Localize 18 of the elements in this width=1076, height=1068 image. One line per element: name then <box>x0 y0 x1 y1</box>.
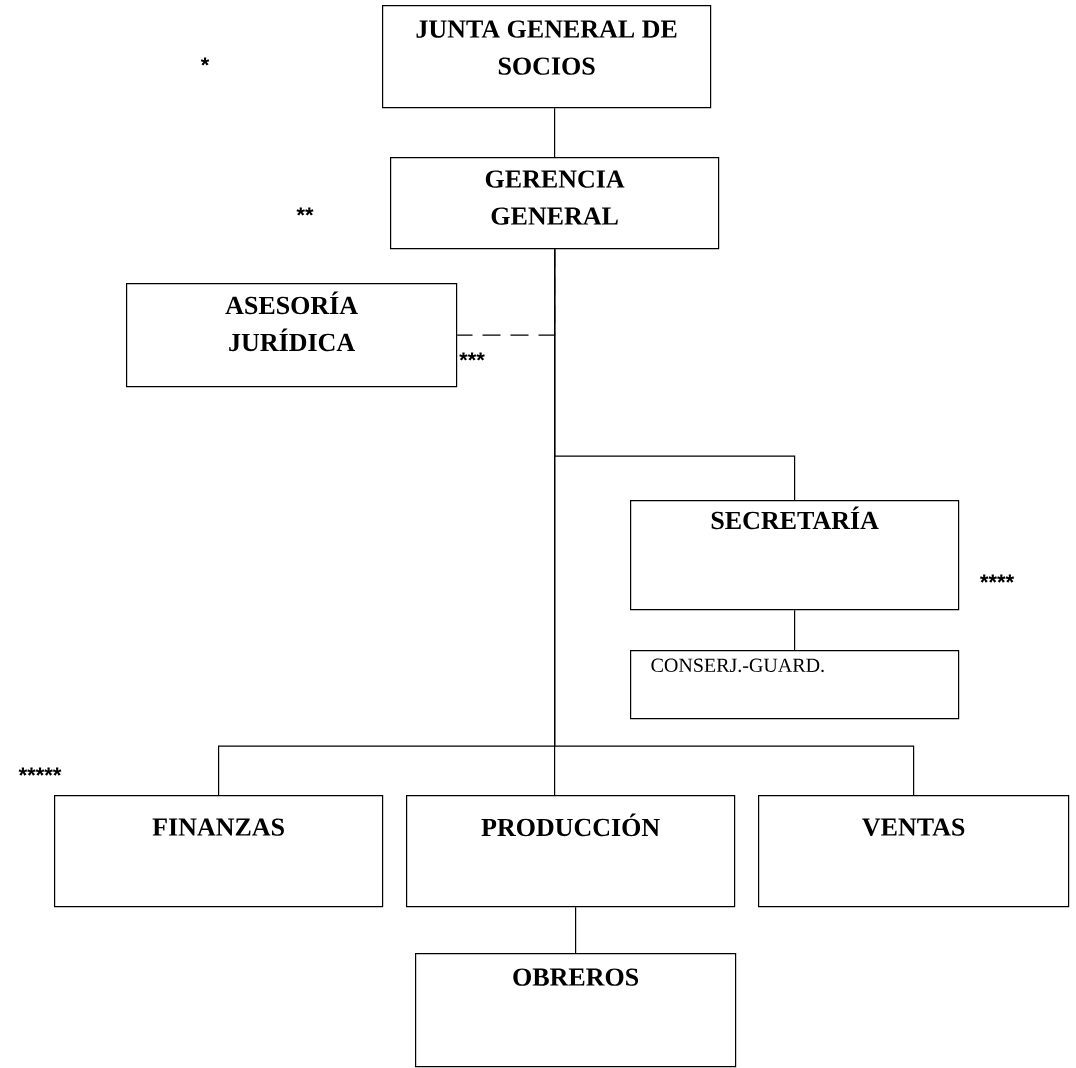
connector-line <box>575 906 577 954</box>
connector-line <box>554 248 915 796</box>
connector-line <box>554 107 556 158</box>
org-box: VENTAS <box>758 795 1070 908</box>
org-box: PRODUCCIÓN <box>406 795 736 908</box>
asterisk-mark: **** <box>979 574 1015 583</box>
connector-line <box>794 609 796 651</box>
org-box: SECRETARÍA <box>630 500 960 611</box>
org-box: CONSERJ.-GUARD. <box>630 650 960 720</box>
org-box: JUNTA GENERAL DE SOCIOS <box>382 5 712 109</box>
org-box: FINANZAS <box>54 795 384 908</box>
asterisk-mark: ** <box>296 207 314 216</box>
asterisk-mark: * <box>200 57 210 66</box>
org-box: OBREROS <box>415 953 737 1068</box>
org-box: ASESORÍA JURÍDICA <box>126 283 458 388</box>
asterisk-mark: *** <box>459 352 485 361</box>
asterisk-mark: ***** <box>18 767 62 776</box>
org-box: GERENCIA GENERAL <box>390 157 720 250</box>
